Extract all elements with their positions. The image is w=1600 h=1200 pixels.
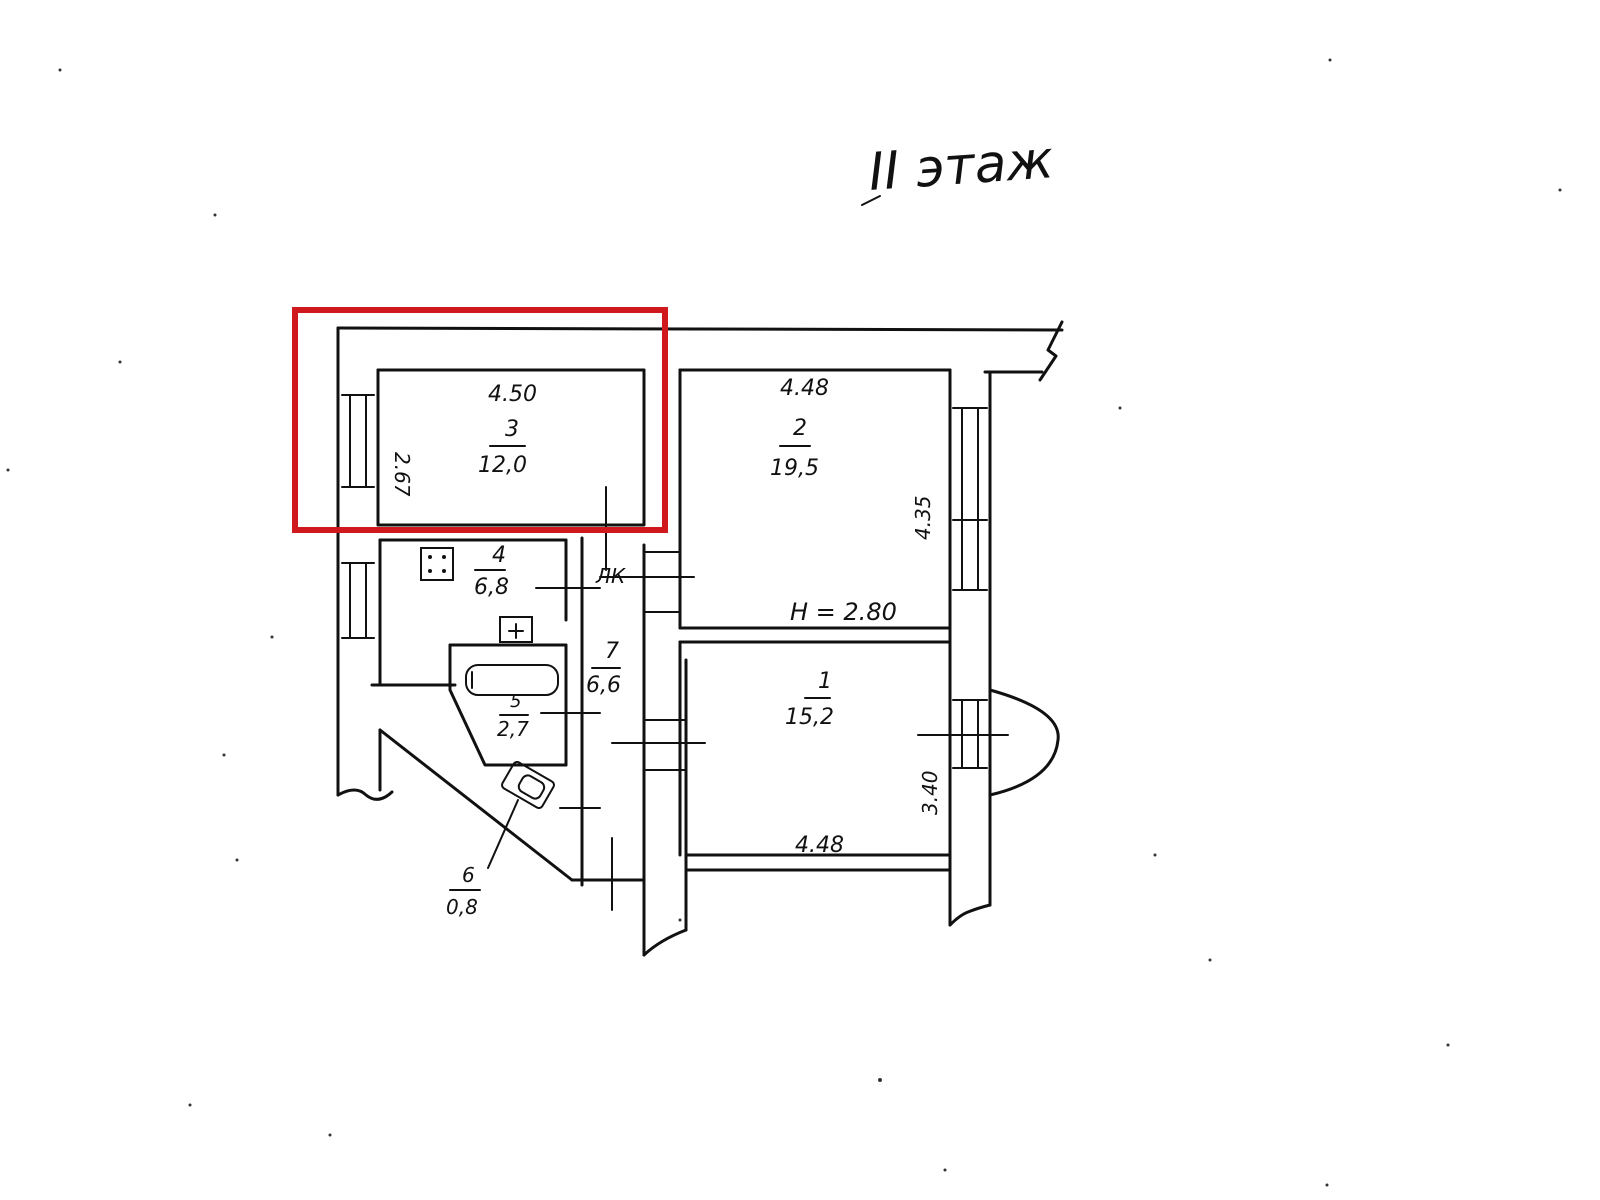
room-3-dim-side: 2.67 xyxy=(390,452,414,497)
room-6-number: 6 xyxy=(462,863,475,887)
room-2-dim-top: 4.48 xyxy=(780,376,829,401)
room-2-area: 19,5 xyxy=(770,456,819,481)
window-left-lower xyxy=(341,562,375,639)
room-7-area: 6,6 xyxy=(586,673,621,698)
room-5-number: 5 xyxy=(510,691,521,712)
room-3: 4.50 3 12,0 2.67 xyxy=(376,368,646,571)
room-4: 4 6,8 xyxy=(378,538,568,643)
room-3-number: 3 xyxy=(505,417,519,442)
floor-title-text: II этаж xyxy=(867,130,1056,203)
room-4-number: 4 xyxy=(492,543,506,568)
room-2-number: 2 xyxy=(793,416,807,441)
room-2-dim-side: 4.35 xyxy=(911,495,935,540)
room-6-area: 0,8 xyxy=(446,895,478,919)
bathtub-icon xyxy=(465,664,559,696)
room-1-dim-bottom: 4.48 xyxy=(795,833,844,858)
room-1-dim-side: 3.40 xyxy=(918,770,942,815)
room-7: 7 6,6 ЛК xyxy=(570,536,688,957)
floor-title: II этаж xyxy=(861,130,1056,206)
windows xyxy=(341,394,1060,797)
room-2: 4.48 2 19,5 4.35 H = 2.80 xyxy=(678,368,952,630)
room-1-area: 15,2 xyxy=(785,705,834,730)
room-5-area: 2,7 xyxy=(497,717,529,741)
room-1-number: 1 xyxy=(818,669,832,694)
sink-icon xyxy=(499,616,533,643)
doors xyxy=(535,551,706,911)
scan-specks xyxy=(6,58,1562,1187)
room-4-area: 6,8 xyxy=(474,575,509,600)
room-1: 1 15,2 4.48 3.40 xyxy=(678,640,952,858)
window-left-upper xyxy=(341,394,375,488)
stove-icon xyxy=(420,547,454,581)
outer-walls xyxy=(336,320,1064,927)
room-6: 6 0,8 xyxy=(446,760,555,919)
room-3-area: 12,0 xyxy=(478,453,527,478)
room-3-dim-top: 4.50 xyxy=(488,382,537,407)
toilet-icon xyxy=(501,760,555,810)
room-7-number: 7 xyxy=(605,639,619,664)
window-right-upper xyxy=(952,407,988,591)
ceiling-height-label: H = 2.80 xyxy=(790,598,897,626)
room-5: 5 2,7 xyxy=(448,643,568,767)
highlight-box xyxy=(292,307,668,533)
